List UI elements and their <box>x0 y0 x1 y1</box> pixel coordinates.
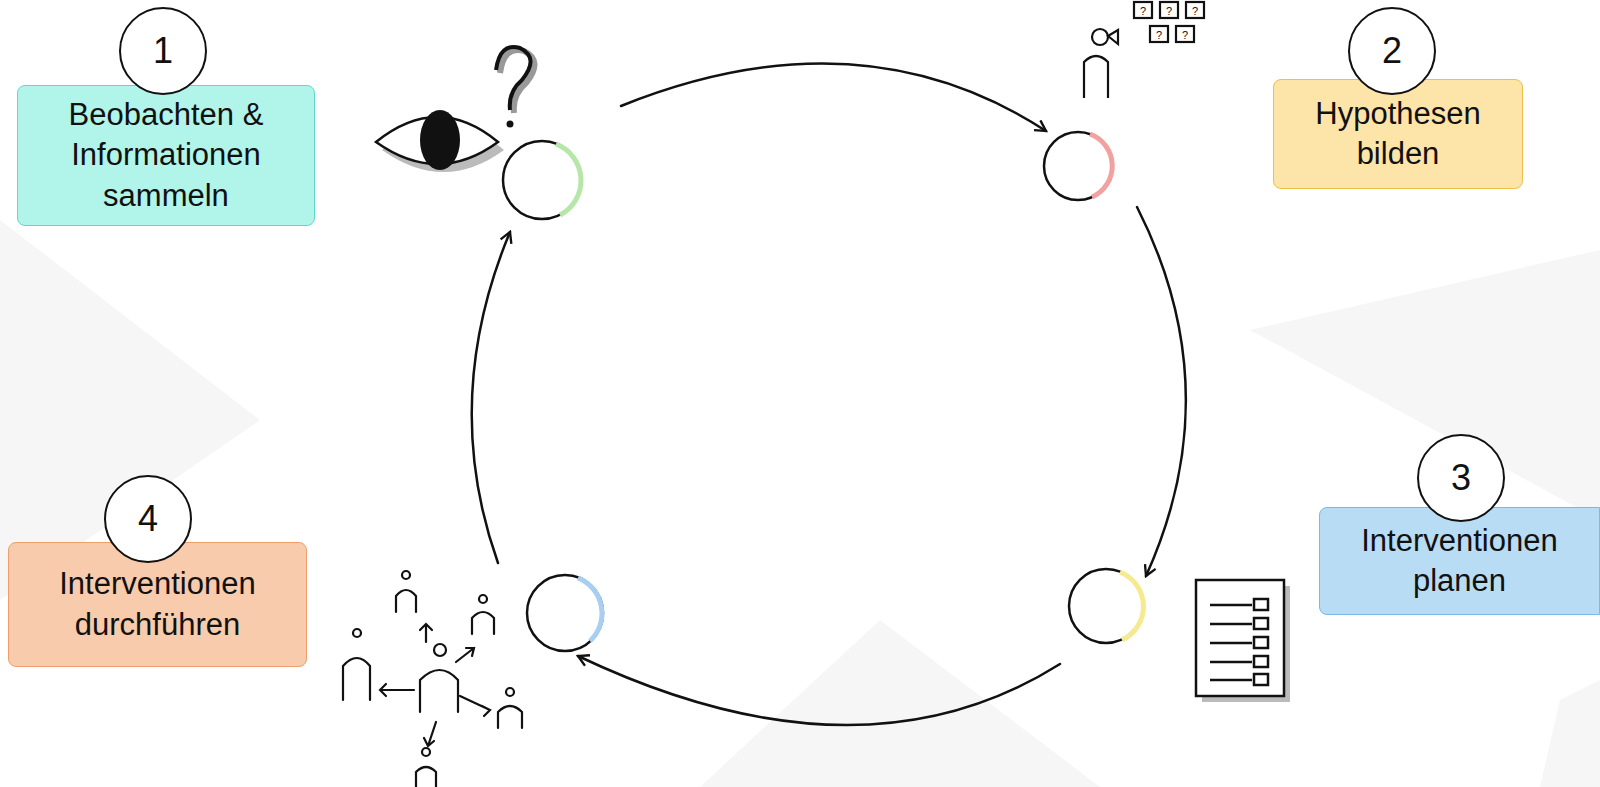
stage-box: Interventionen planen <box>1319 507 1600 615</box>
stage-label: Hypothesen bilden <box>1286 94 1510 175</box>
callout-circle: 4 <box>104 475 192 563</box>
stage-label: Beobachten & Informationen sammeln <box>30 95 302 216</box>
callout-number: 4 <box>138 498 158 540</box>
thinking-person-icon: ? ? ? ? ? <box>1084 2 1204 98</box>
cycle-arrows <box>472 64 1186 726</box>
stage-label: Interventionen durchführen <box>21 564 294 645</box>
svg-text:?: ? <box>1192 5 1198 17</box>
checklist-icon <box>1196 580 1290 702</box>
stage-box: Hypothesen bilden <box>1273 79 1523 189</box>
svg-text:?: ? <box>1182 29 1188 41</box>
callout-circle: 2 <box>1348 7 1436 95</box>
callout-number: 3 <box>1451 457 1471 499</box>
svg-text:?: ? <box>1140 5 1146 17</box>
stage-box: Beobachten & Informationen sammeln <box>17 85 315 226</box>
callout-number: 1 <box>153 30 173 72</box>
callout-number: 2 <box>1382 30 1402 72</box>
people-network-icon <box>343 571 522 787</box>
callout-circle: 3 <box>1417 434 1505 522</box>
svg-text:?: ? <box>1166 5 1172 17</box>
stage-label: Interventionen planen <box>1332 521 1587 602</box>
eye-icon <box>376 47 535 172</box>
svg-text:?: ? <box>1156 29 1162 41</box>
callout-circle: 1 <box>119 7 207 95</box>
stage-circles <box>503 132 1143 651</box>
background-shapes <box>0 220 1600 787</box>
